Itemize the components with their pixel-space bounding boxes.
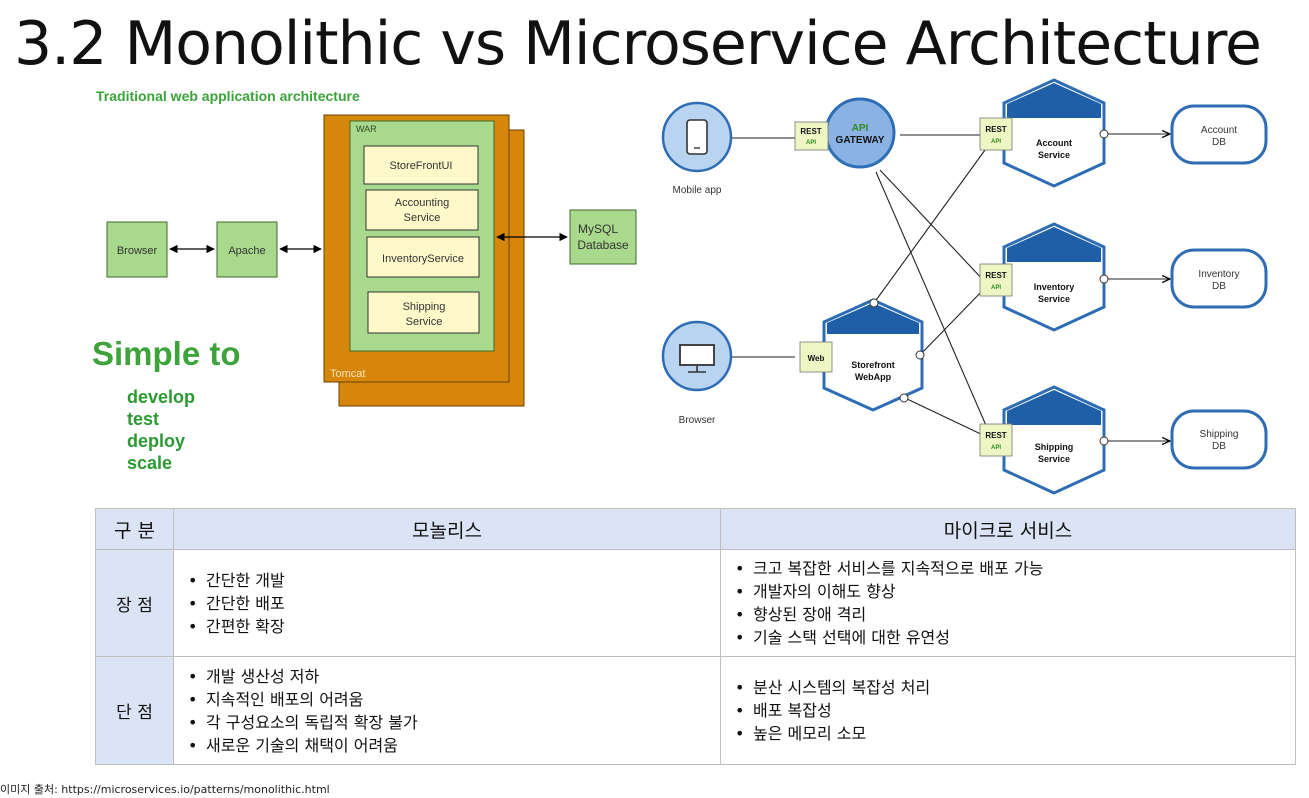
svg-text:Service: Service <box>406 316 443 328</box>
list-item: 간단한 배포 <box>188 592 710 615</box>
rest-api-badge-shipping: REST API <box>979 423 1013 457</box>
list-item: 기술 스택 선택에 대한 유연성 <box>735 626 1285 649</box>
storefront-webapp-node: Storefront WebApp <box>822 298 925 412</box>
header-category: 구 분 <box>95 508 174 550</box>
shipping-db: Shipping DB <box>1170 409 1268 470</box>
list-item: 배포 복잡성 <box>735 699 1285 722</box>
svg-text:Inventory: Inventory <box>1198 269 1239 280</box>
svg-text:Storefront: Storefront <box>851 360 895 370</box>
svg-text:Account: Account <box>1036 138 1072 148</box>
mysql-database-box: MySQL Database <box>569 209 637 265</box>
comparison-table: 구 분 모놀리스 마이크로 서비스 장 점 간단한 개발 간단한 배포 간편한 … <box>95 508 1296 765</box>
svg-text:Shipping: Shipping <box>1035 442 1074 452</box>
svg-text:API: API <box>806 140 816 146</box>
table-row-cons: 단 점 개발 생산성 저하 지속적인 배포의 어려움 각 구성요소의 독립적 확… <box>95 656 1296 765</box>
monolith-service-inventory: InventoryService <box>366 236 480 278</box>
svg-text:API: API <box>991 285 1001 291</box>
svg-text:Service: Service <box>1038 454 1070 464</box>
svg-text:Web: Web <box>808 354 825 363</box>
monolith-apache-box: Apache <box>216 221 278 278</box>
slide-title: 3.2 Monolithic vs Microservice Architect… <box>14 9 1262 79</box>
row-label-cons: 단 점 <box>95 656 174 765</box>
svg-text:API: API <box>991 445 1001 451</box>
rest-api-badge-inventory: REST API <box>979 263 1013 297</box>
list-item: 지속적인 배포의 어려움 <box>188 688 710 711</box>
svg-text:DB: DB <box>1212 137 1226 148</box>
browser-node <box>661 320 733 392</box>
row-label-pros: 장 점 <box>95 549 174 657</box>
list-item: 높은 메모리 소모 <box>735 722 1285 745</box>
monolith-service-shipping: Shipping Service <box>367 291 480 334</box>
account-service-node: Account Service <box>1002 78 1109 188</box>
monolith-service-accounting: Accounting Service <box>365 189 479 231</box>
svg-text:Service: Service <box>404 212 441 224</box>
simple-to-heading: Simple to <box>92 335 241 372</box>
monolith-service-storefrontui: StoreFrontUI <box>363 145 479 185</box>
monolith-browser-box: Browser <box>106 221 168 278</box>
list-item: 간편한 확장 <box>188 615 710 638</box>
simple-item: test <box>127 409 160 429</box>
svg-text:DB: DB <box>1212 281 1226 292</box>
inventory-service-node: Inventory Service <box>1002 222 1109 332</box>
image-source-note: 이미지 출처: https://microservices.io/pattern… <box>0 783 330 796</box>
account-db: Account DB <box>1170 104 1268 165</box>
svg-text:API: API <box>991 139 1001 145</box>
list-item: 간단한 개발 <box>188 569 710 592</box>
list-item: 향상된 장애 격리 <box>735 603 1285 626</box>
web-badge: Web <box>799 341 833 373</box>
pros-monolith-cell: 간단한 개발 간단한 배포 간편한 확장 <box>173 549 721 657</box>
svg-text:Shipping: Shipping <box>403 301 446 313</box>
svg-text:Inventory: Inventory <box>1034 282 1075 292</box>
table-header-row: 구 분 모놀리스 마이크로 서비스 <box>95 508 1296 550</box>
svg-text:REST: REST <box>985 125 1006 134</box>
svg-text:Accounting: Accounting <box>395 197 449 209</box>
svg-text:REST: REST <box>800 127 821 136</box>
cons-microservice-cell: 분산 시스템의 복잡성 처리 배포 복잡성 높은 메모리 소모 <box>720 656 1296 765</box>
cons-monolith-cell: 개발 생산성 저하 지속적인 배포의 어려움 각 구성요소의 독립적 확장 불가… <box>173 656 721 765</box>
header-monolith: 모놀리스 <box>173 508 721 550</box>
monolith-heading: Traditional web application architecture <box>96 88 360 104</box>
svg-text:Shipping: Shipping <box>1200 429 1239 440</box>
svg-text:REST: REST <box>985 271 1006 280</box>
list-item: 크고 복잡한 서비스를 지속적으로 배포 가능 <box>735 557 1285 580</box>
svg-text:GATEWAY: GATEWAY <box>836 135 885 146</box>
header-microservice: 마이크로 서비스 <box>720 508 1296 550</box>
svg-text:Browser: Browser <box>117 245 158 257</box>
architecture-diagrams: Traditional web application architecture… <box>96 78 1268 495</box>
svg-text:Account: Account <box>1201 125 1237 136</box>
rest-api-badge-account: REST API <box>979 117 1013 151</box>
svg-text:Apache: Apache <box>228 245 265 257</box>
tomcat-label: Tomcat <box>330 368 365 380</box>
svg-text:REST: REST <box>985 431 1006 440</box>
mobile-app-label: Mobile app <box>673 185 722 196</box>
list-item: 개발자의 이해도 향상 <box>735 580 1285 603</box>
simple-item: deploy <box>127 431 186 451</box>
pros-microservice-cell: 크고 복잡한 서비스를 지속적으로 배포 가능 개발자의 이해도 향상 향상된 … <box>720 549 1296 657</box>
svg-text:DB: DB <box>1212 441 1226 452</box>
microservice-connections <box>731 134 1170 441</box>
browser-node-label: Browser <box>679 415 716 426</box>
svg-text:InventoryService: InventoryService <box>382 253 464 265</box>
simple-item: scale <box>127 453 173 473</box>
rest-api-badge-gateway: REST API <box>794 121 829 151</box>
mobile-app-node <box>661 101 733 173</box>
api-gateway-node: API GATEWAY <box>824 97 896 169</box>
svg-text:WebApp: WebApp <box>855 372 892 382</box>
simple-to-list: develop test deploy scale <box>127 386 195 474</box>
table-row-pros: 장 점 간단한 개발 간단한 배포 간편한 확장 크고 복잡한 서비스를 지속적… <box>95 549 1296 657</box>
list-item: 각 구성요소의 독립적 확장 불가 <box>188 711 710 734</box>
list-item: 개발 생산성 저하 <box>188 665 710 688</box>
svg-text:API: API <box>852 123 869 134</box>
simple-item: develop <box>127 387 196 407</box>
svg-text:MySQL: MySQL <box>578 222 618 236</box>
svg-text:StoreFrontUI: StoreFrontUI <box>390 160 453 172</box>
svg-text:Service: Service <box>1038 150 1070 160</box>
war-label: WAR <box>356 124 377 134</box>
shipping-service-node: Shipping Service <box>1002 385 1109 495</box>
svg-text:Database: Database <box>577 238 629 252</box>
inventory-db: Inventory DB <box>1170 248 1268 309</box>
list-item: 새로운 기술의 채택이 어려움 <box>188 734 710 757</box>
list-item: 분산 시스템의 복잡성 처리 <box>735 676 1285 699</box>
svg-text:Service: Service <box>1038 294 1070 304</box>
